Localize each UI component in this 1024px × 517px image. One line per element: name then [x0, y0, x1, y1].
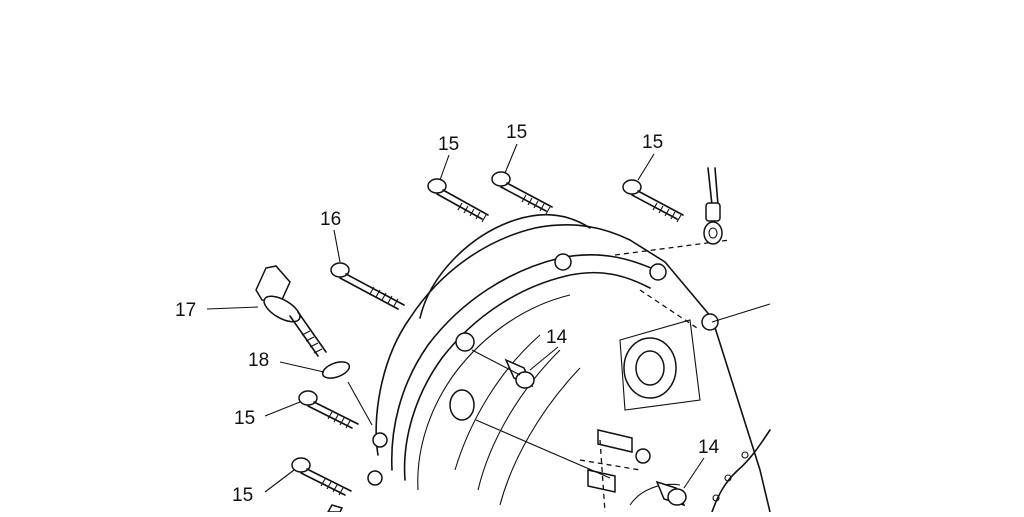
bolt-bottom-partial: [326, 504, 344, 513]
callout-15-top-left: 15: [438, 134, 459, 155]
wire-lead-terminal: [703, 167, 723, 245]
callout-17: 17: [175, 300, 196, 321]
callout-15-top-middle: 15: [506, 122, 527, 143]
bolt-top-left: [427, 178, 489, 223]
o-ring: [321, 361, 351, 379]
bolt-top-middle: [491, 171, 553, 215]
callout-labels: 15 15 15 16 17 18 15 15 14 14: [175, 122, 720, 506]
oil-filler-plug: [255, 265, 327, 357]
bolt-left-lower: [291, 457, 352, 496]
callout-15-left-middle: 15: [234, 408, 255, 429]
bolt-long-16: [330, 262, 405, 310]
callout-14-lower: 14: [698, 437, 720, 458]
gasket: [711, 429, 771, 513]
callout-16: 16: [320, 209, 341, 230]
leader-lines: [206, 143, 771, 493]
callout-15-top-right: 15: [642, 132, 663, 153]
dowel-pin-upper: [504, 358, 535, 389]
bolt-top-right: [622, 179, 684, 223]
crankcase-cover: [367, 213, 771, 513]
dowel-pin-lower: [655, 480, 687, 507]
bolt-left-middle: [298, 390, 359, 429]
callout-18: 18: [248, 350, 269, 371]
callout-15-left-lower: 15: [232, 485, 253, 506]
callout-14-upper: 14: [546, 327, 568, 348]
